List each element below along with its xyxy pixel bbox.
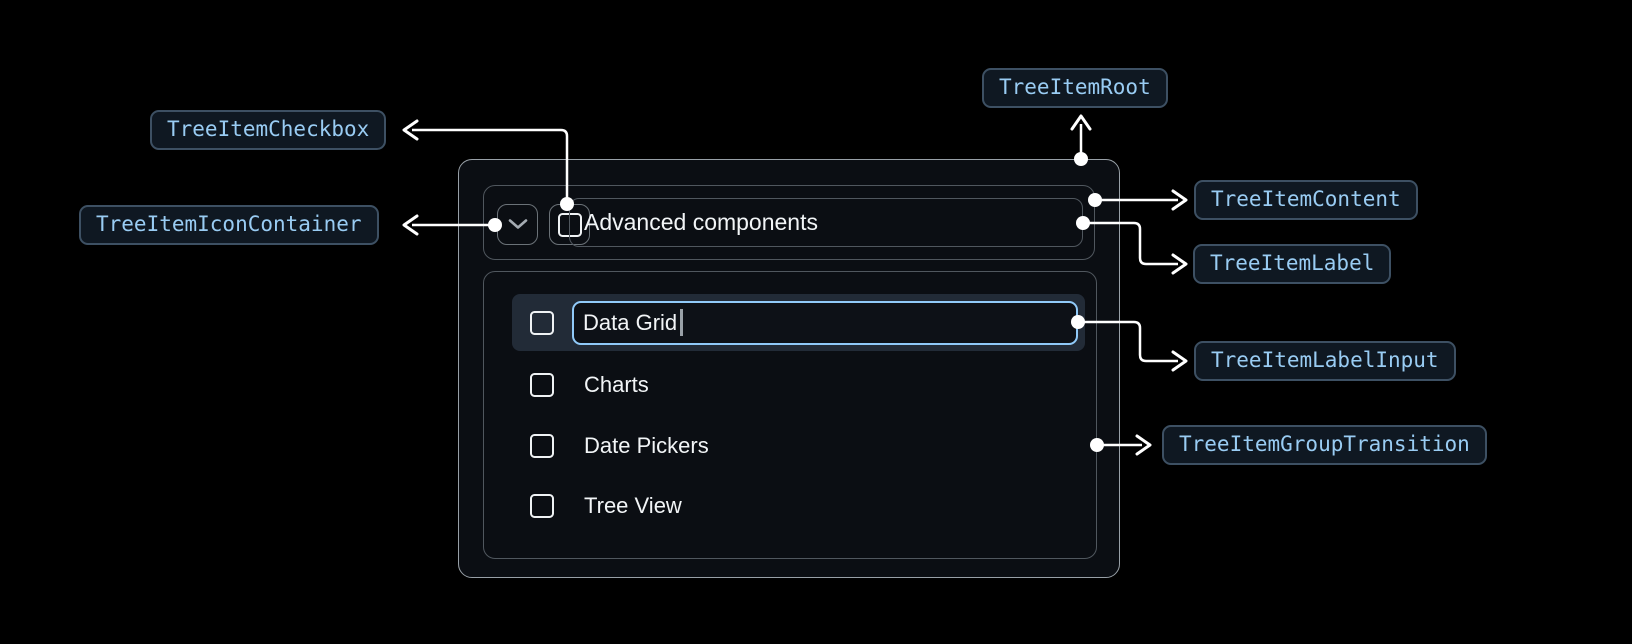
checkbox-unchecked-icon[interactable] [530, 372, 554, 397]
tree-item-label-text: Tree View [584, 492, 682, 518]
tree-item-label-text: Charts [584, 371, 649, 397]
tree-item-data-grid[interactable]: Data Grid [512, 294, 1085, 351]
badge-tree-item-checkbox: TreeItemCheckbox [150, 110, 387, 150]
badge-tree-item-label: TreeItemLabel [1193, 244, 1392, 284]
badge-tree-item-root: TreeItemRoot [982, 68, 1168, 108]
tree-item-label-text: Date Pickers [584, 432, 709, 458]
tree-item-root [458, 159, 1120, 578]
badge-tree-item-icon-container: TreeItemIconContainer [79, 205, 379, 245]
chevron-down-icon [508, 219, 527, 229]
tree-item-tree-view[interactable]: Tree View [512, 477, 1085, 534]
badge-tree-item-label-input: TreeItemLabelInput [1194, 341, 1456, 381]
checkbox-unchecked-icon[interactable] [530, 433, 554, 458]
tree-item-label[interactable]: Advanced components [569, 198, 1083, 247]
badge-tree-item-group-transition: TreeItemGroupTransition [1162, 425, 1487, 465]
checkbox-unchecked-icon[interactable] [530, 493, 554, 518]
parent-label-text: Advanced components [584, 209, 818, 235]
checkbox-unchecked-icon[interactable] [530, 310, 554, 335]
tree-item-group-transition [483, 271, 1097, 559]
tree-item-icon-container[interactable] [497, 204, 538, 245]
label-input-text: Data Grid [583, 309, 678, 335]
tree-item-date-pickers[interactable]: Date Pickers [512, 417, 1085, 474]
tree-item-label-input[interactable]: Data Grid [572, 300, 1078, 345]
badge-tree-item-content: TreeItemContent [1194, 180, 1418, 220]
text-cursor [680, 309, 683, 336]
tree-item-charts[interactable]: Charts [512, 356, 1085, 413]
